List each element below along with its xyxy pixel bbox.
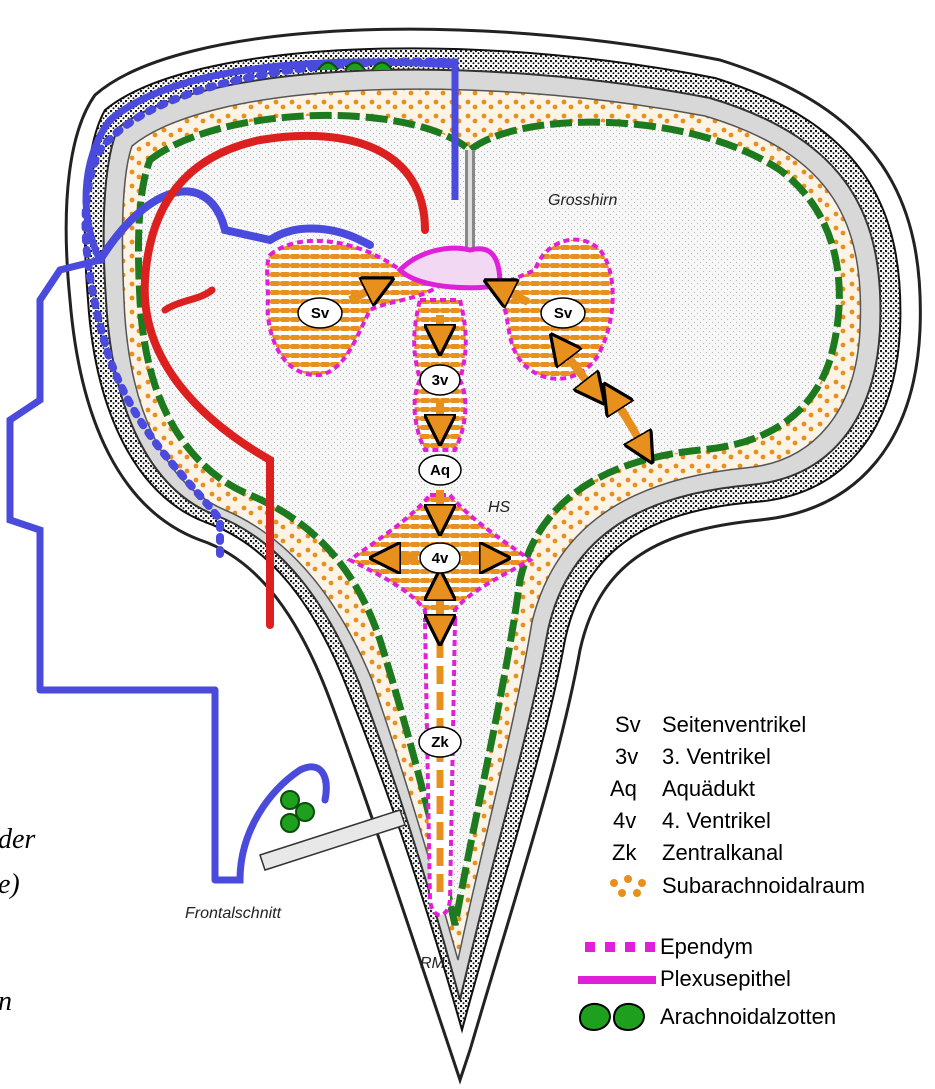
vein-descending (40, 560, 215, 880)
cropped-text-1: der (0, 824, 35, 855)
legend-label-2: Aquädukt (662, 776, 755, 801)
label-grosshirn: Grosshirn (548, 192, 617, 209)
arachnoid-symbol-icon (580, 1004, 644, 1030)
bubble-aq: Aq (419, 455, 461, 485)
arachnoid-villi-top (318, 63, 392, 71)
bubble-sv-left-label: Sv (311, 305, 330, 322)
bubble-3v: 3v (420, 365, 460, 395)
legend-abbr-3: 4v (613, 808, 636, 833)
legend-label-1: 3. Ventrikel (662, 744, 771, 769)
plexus-symbol-icon (578, 976, 656, 984)
bubble-zk-label: Zk (431, 734, 449, 751)
bubble-sv-right: Sv (541, 298, 585, 328)
legend-subarachnoid: Subarachnoidalraum (662, 873, 865, 898)
legend-label-4: Zentralkanal (662, 840, 783, 865)
legend-abbr-1: 3v (615, 744, 638, 769)
ependym-symbol-icon (585, 942, 655, 952)
bubble-4v-label: 4v (432, 550, 449, 567)
bubble-sv-right-label: Sv (554, 305, 573, 322)
bubble-4v: 4v (420, 543, 460, 573)
subarachnoid-symbol-icon (610, 875, 646, 897)
legend-label-0: Seitenventrikel (662, 712, 806, 737)
label-hs: HS (488, 499, 511, 516)
bubble-zk: Zk (419, 727, 461, 757)
legend: Sv Seitenventrikel 3v 3. Ventrikel Aq Aq… (578, 712, 865, 1030)
legend-abbr-2: Aq (610, 776, 637, 801)
central-canal (425, 620, 455, 915)
legend-abbr-0: Sv (615, 712, 641, 737)
bubble-3v-label: 3v (432, 372, 449, 389)
label-frontalschnitt: Frontalschnitt (185, 905, 282, 922)
arachnoid-villi-lower (281, 791, 314, 832)
legend-plexus: Plexusepithel (660, 966, 791, 991)
legend-label-3: 4. Ventrikel (662, 808, 771, 833)
label-rm: RM (420, 955, 446, 972)
legend-abbr-4: Zk (612, 840, 637, 865)
legend-arachnoid: Arachnoidalzotten (660, 1004, 836, 1029)
cropped-text-3: n (0, 986, 12, 1017)
bubble-sv-left: Sv (298, 298, 342, 328)
bubble-aq-label: Aq (430, 462, 450, 479)
legend-ependym: Ependym (660, 934, 753, 959)
cropped-text-2: e) (0, 869, 20, 900)
